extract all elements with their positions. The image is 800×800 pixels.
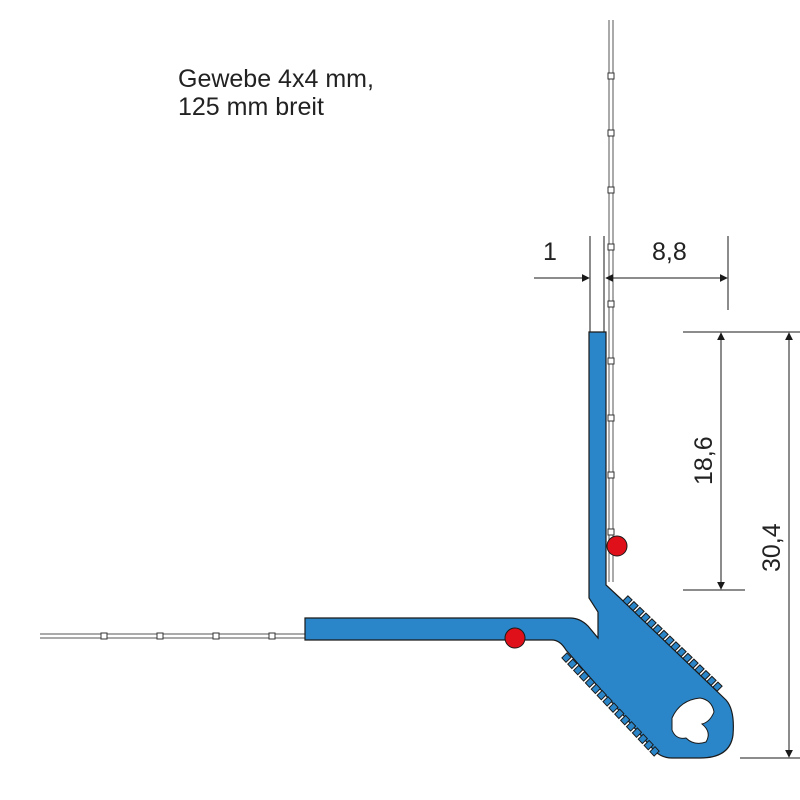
mesh-node (607, 471, 615, 479)
serration-tooth (646, 618, 657, 629)
profile-inner-cavity (671, 697, 715, 744)
dimension-thickness: 1 (543, 238, 557, 266)
mesh-node (268, 632, 276, 640)
serration-tooth (614, 708, 625, 720)
dimension-flange-offset: 8,8 (652, 238, 687, 266)
serration-tooth (628, 600, 639, 612)
serration-tooth (670, 641, 681, 652)
serration-tooth (643, 739, 654, 751)
serration-tooth (561, 652, 572, 664)
serration-tooth (682, 652, 693, 664)
serration-tooth (676, 646, 687, 658)
mesh-node (607, 528, 615, 536)
serration-tooth (637, 733, 649, 745)
mesh-node (100, 632, 108, 640)
serration-tooth (567, 658, 578, 670)
mesh-node (607, 357, 615, 365)
mesh-node (607, 129, 615, 137)
vertical-mesh-nodes (607, 72, 615, 536)
serration-tooth (634, 606, 645, 618)
serration-tooth (688, 658, 699, 669)
mesh-node (607, 243, 615, 251)
serration-tooth (631, 727, 643, 739)
serration-tooth (712, 681, 723, 692)
serration-tooth (658, 629, 669, 641)
serration-tooth (649, 745, 660, 757)
serration-tooth (664, 635, 675, 646)
serration-tooth (694, 664, 705, 675)
red-marker-vertical (606, 535, 628, 557)
red-marker-horizontal (504, 627, 526, 649)
serration-tooth (602, 695, 613, 707)
blue-corner-profile (304, 331, 734, 759)
serration-tooth (590, 683, 602, 695)
top-dimensions (534, 236, 729, 332)
mesh-node (156, 632, 164, 640)
serration-tooth (619, 714, 631, 726)
mesh-annotation-line1: Gewebe 4x4 mm, (178, 65, 374, 93)
serration-tooth (706, 675, 717, 687)
mesh-node (607, 186, 615, 194)
mesh-node (212, 632, 220, 640)
mesh-annotation-line2: 125 mm breit (178, 93, 324, 121)
serration-tooth (640, 612, 651, 623)
right-dimensions (683, 331, 800, 759)
dimension-upper-height: 18,6 (690, 436, 718, 485)
serration-tooth (578, 670, 590, 682)
dimension-total-height: 30,4 (758, 523, 786, 572)
serration-tooth (700, 669, 711, 681)
serration-tooth (622, 595, 633, 606)
serration-tooth (625, 720, 637, 732)
mesh-node (607, 72, 615, 80)
mesh-node (607, 300, 615, 308)
serration-tooth (572, 664, 584, 676)
profile-serration (561, 595, 723, 757)
serration-tooth (596, 689, 607, 701)
serration-tooth (584, 677, 596, 689)
serration-tooth (652, 623, 663, 635)
mesh-node (607, 414, 615, 422)
serration-tooth (608, 702, 619, 714)
